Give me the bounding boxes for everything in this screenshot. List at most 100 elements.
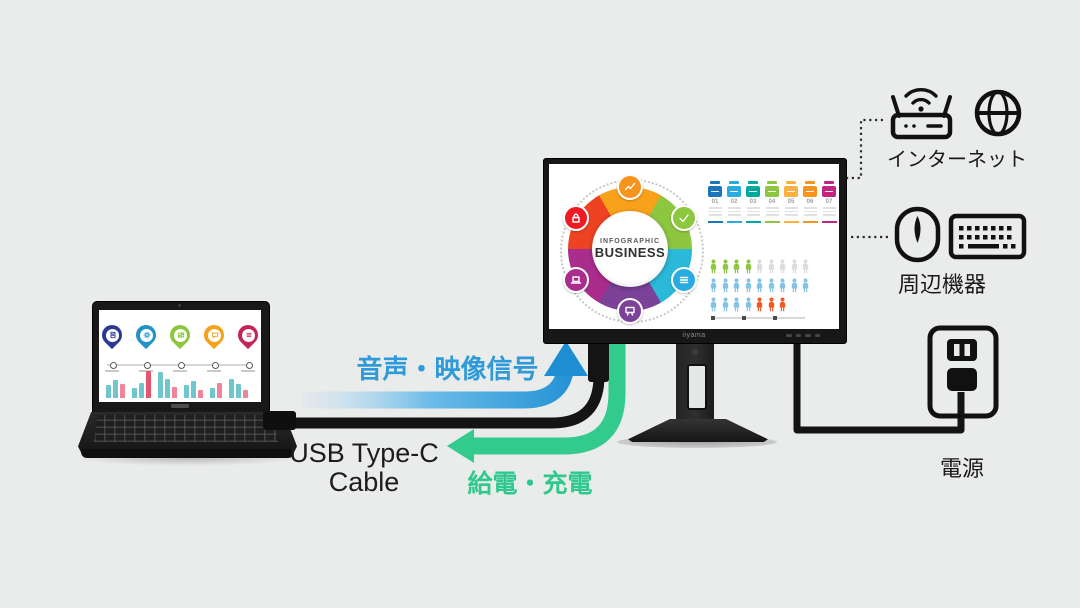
column-number: 06 <box>806 199 814 205</box>
map-pin-db <box>233 320 261 353</box>
person-icon <box>733 278 740 293</box>
map-pin-chat <box>199 320 229 353</box>
laptop-keyboard <box>94 415 278 442</box>
bar <box>106 385 111 398</box>
person-icon <box>802 259 809 274</box>
person-icon <box>791 259 797 274</box>
bar <box>113 380 118 398</box>
person-icon <box>779 297 786 312</box>
monitor-stand-screw <box>692 349 698 355</box>
signal-arrow <box>302 341 588 409</box>
bar-group <box>158 372 177 398</box>
person-icon <box>722 297 728 312</box>
bar <box>191 381 196 398</box>
image-icon <box>177 332 184 338</box>
chart-column: 04 <box>764 181 780 251</box>
person-icon <box>722 278 728 293</box>
laptop-logo <box>171 404 189 408</box>
ring-badge-laptop <box>563 267 590 293</box>
laptop-webcam <box>178 304 181 307</box>
bar <box>184 385 189 398</box>
keyboard-icon <box>948 213 1027 260</box>
chart-column: 03 <box>745 181 761 251</box>
timeline-dot <box>245 361 253 369</box>
bar <box>158 372 163 398</box>
doc-icon <box>110 331 115 339</box>
column-number: 01 <box>711 199 719 205</box>
bar <box>146 371 151 398</box>
person-icon <box>768 259 774 274</box>
laptop-infographic-bars <box>106 371 256 398</box>
usb-cable-label: USB Type-C Cable <box>278 439 450 497</box>
power-cable <box>793 341 965 434</box>
monitor-stand-hole <box>687 364 707 410</box>
timeline-label <box>207 370 221 372</box>
chart-column: 01 <box>707 181 723 251</box>
gear-icon <box>143 331 150 339</box>
ring-title-big: BUSINESS <box>594 245 666 260</box>
person-icon <box>768 297 774 312</box>
person-icon <box>779 278 786 293</box>
column-number: 05 <box>787 199 795 205</box>
bar <box>132 388 137 398</box>
ring-badge-chart <box>617 174 643 200</box>
person-icon <box>710 297 717 312</box>
person-icon <box>722 259 728 274</box>
chart-column: 02 <box>726 181 742 251</box>
bar <box>172 387 177 398</box>
bar <box>243 390 248 398</box>
bar <box>217 383 222 398</box>
bar-group <box>229 379 248 398</box>
timeline-dot <box>211 361 219 369</box>
person-icon <box>756 278 763 293</box>
person-icon <box>745 278 751 293</box>
chart-column: 05 <box>783 181 799 251</box>
bar-group <box>184 381 203 398</box>
power-label: 電源 <box>939 456 984 481</box>
charge-label: 給電・充電 <box>467 470 593 498</box>
mouse-icon <box>894 206 941 263</box>
usbc-plug-laptop <box>263 411 296 430</box>
pictograph-row <box>709 259 829 274</box>
monitor-stand-base <box>628 419 768 442</box>
timeline-label <box>241 370 255 372</box>
ring-badge-check <box>670 205 697 231</box>
person-icon <box>768 278 774 293</box>
person-icon <box>733 259 740 274</box>
timeline-dot <box>143 361 151 369</box>
person-icon <box>733 297 740 312</box>
pictograph-legend <box>711 315 805 320</box>
timeline-label <box>105 370 119 372</box>
ring-badge-lock <box>563 205 590 231</box>
signal-label: 音声・映像信号 <box>356 354 539 384</box>
power-outlet-icon <box>927 325 999 419</box>
person-icon <box>710 259 717 274</box>
laptop-infographic-timeline <box>105 361 255 372</box>
check-icon <box>678 214 689 223</box>
map-pin-doc <box>99 320 127 353</box>
person-icon <box>756 297 763 312</box>
person-icon <box>710 278 717 293</box>
db-icon <box>246 332 251 338</box>
pictograph <box>709 259 829 312</box>
bar <box>229 379 234 398</box>
laptop-icon <box>571 276 582 284</box>
usb-cable-label-line1: USB Type-C <box>289 438 439 468</box>
monitor-control-buttons <box>786 334 820 337</box>
pictograph-row <box>709 278 829 293</box>
chat-icon <box>211 332 218 339</box>
wifi-router-icon <box>890 88 953 140</box>
ring-center: INFOGRAPHIC BUSINESS <box>592 211 668 287</box>
dotted-connector-internet <box>846 118 886 180</box>
pictograph-row <box>709 297 829 312</box>
bar-group <box>106 380 125 398</box>
bar-group <box>210 383 222 398</box>
map-pin-gear <box>131 320 161 353</box>
bar-group <box>132 371 151 398</box>
bar <box>198 390 203 398</box>
person-icon <box>756 259 763 274</box>
ring-badge-board <box>617 298 643 324</box>
